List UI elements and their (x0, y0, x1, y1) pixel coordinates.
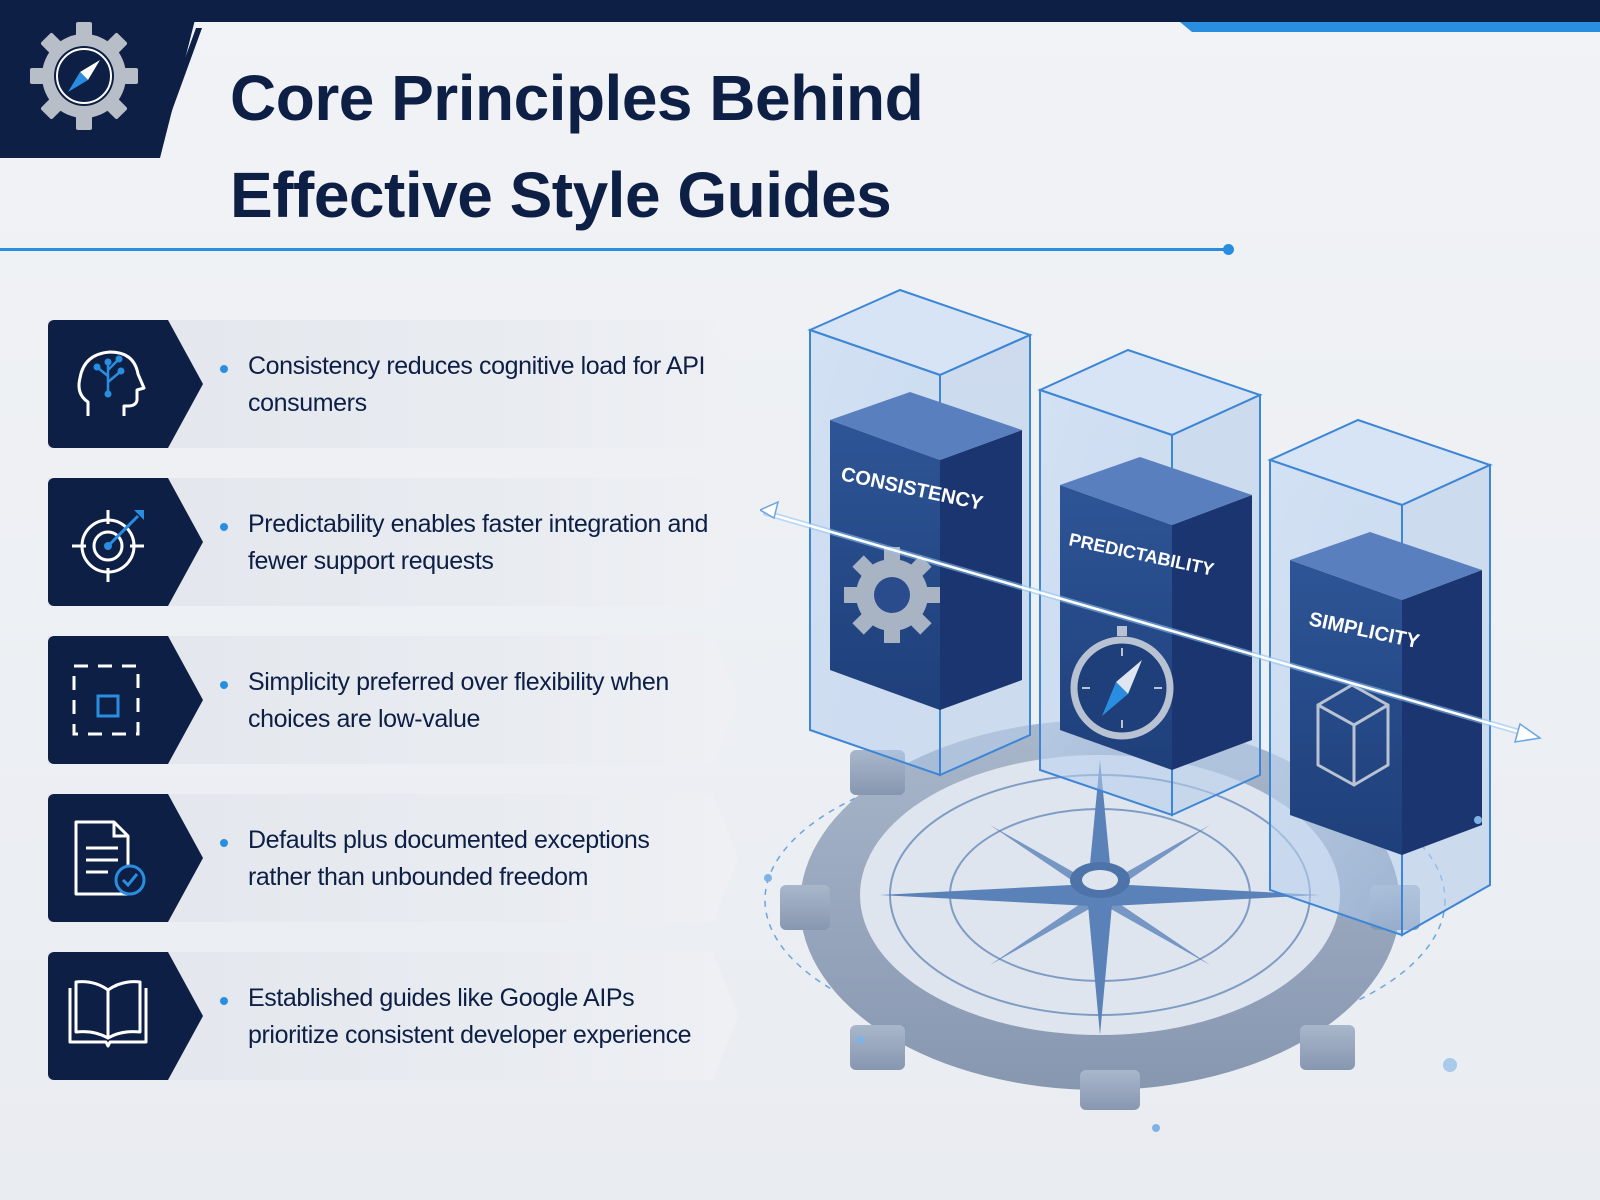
bullet-dot (220, 365, 228, 373)
pillar-consistency: CONSISTENCY (807, 288, 1033, 777)
title-line-1: Core Principles Behind (230, 62, 924, 134)
top-bar (0, 0, 1600, 22)
target-arrow-icon (72, 510, 144, 582)
decor-dots (764, 816, 1482, 1132)
principle-text: Consistency reduces cognitive load for A… (248, 352, 706, 417)
bullet-dot (220, 523, 228, 531)
principle-text: Simplicity preferred over flexibility wh… (248, 668, 669, 733)
item-icon-tile (48, 478, 203, 606)
logo-block (0, 0, 200, 158)
title-line-2: Effective Style Guides (230, 159, 892, 232)
light-beam-arrow (760, 500, 1542, 743)
gear-icon (844, 547, 940, 643)
title-divider (0, 248, 1225, 251)
principle-text: Defaults plus documented exceptions rath… (248, 826, 650, 891)
compass-icon (1070, 626, 1174, 740)
gear-compass-logo-icon (30, 22, 138, 130)
principle-item-established-guides: Established guides like Google AIPs prio… (48, 952, 738, 1080)
document-check-icon (74, 820, 146, 896)
top-accent-stripe (1180, 22, 1600, 32)
principle-item-simplicity: Simplicity preferred over flexibility wh… (48, 636, 738, 764)
divider-end-dot (1223, 244, 1234, 255)
dashed-square-icon (72, 664, 140, 736)
bullet-dot (220, 681, 228, 689)
item-icon-tile (48, 636, 203, 764)
principle-text: Predictability enables faster integratio… (248, 510, 709, 575)
principle-item-defaults: Defaults plus documented exceptions rath… (48, 794, 738, 922)
page-title: Core Principles Behind Effective Style G… (230, 50, 1030, 245)
compass-rose-icon (880, 760, 1320, 1035)
item-icon-tile (48, 320, 203, 448)
bullet-dot (220, 997, 228, 1005)
cube-icon (1316, 683, 1390, 787)
pillars-illustration: CONSISTENCY PREDICTABILITY (760, 288, 1542, 1132)
pillar-simplicity: SIMPLICITY (1267, 418, 1493, 937)
principle-text: Established guides like Google AIPs prio… (248, 984, 692, 1049)
item-icon-tile (48, 952, 203, 1080)
item-icon-tile (48, 794, 203, 922)
pillar-predictability: PREDICTABILITY (1037, 348, 1263, 817)
principle-item-consistency: Consistency reduces cognitive load for A… (48, 320, 738, 448)
principle-item-predictability: Predictability enables faster integratio… (48, 478, 738, 606)
head-circuit-icon (77, 350, 146, 416)
open-book-icon (68, 980, 148, 1048)
bullet-dot (220, 839, 228, 847)
